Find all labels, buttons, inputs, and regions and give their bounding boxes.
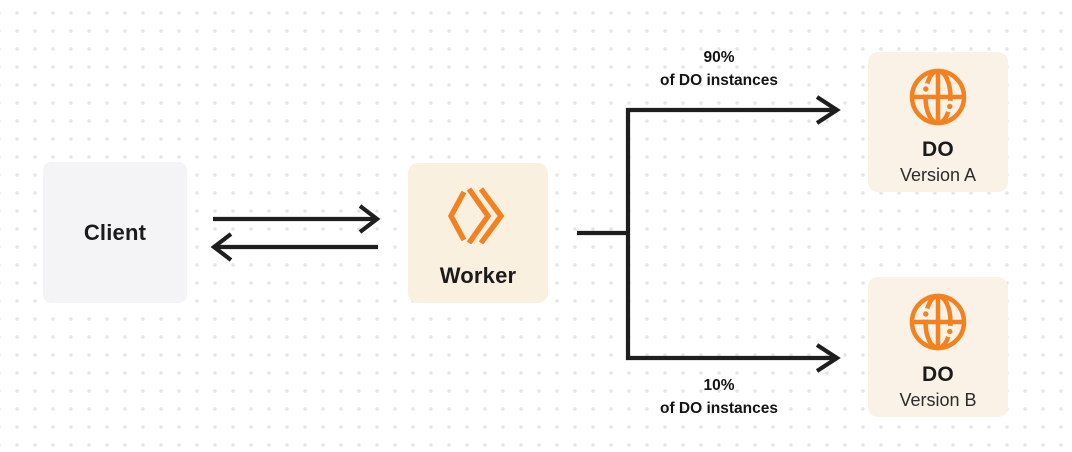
globe-dot-lower [944, 100, 956, 113]
globe-dot-upper [920, 83, 932, 95]
edge-label-10-percent-value: 10% [703, 377, 735, 394]
arrow-worker-to-client-head [210, 232, 233, 262]
worker-label: Worker [439, 263, 517, 288]
branch-trunk-line [625, 107, 836, 361]
edge-label-90-percent: 90% of DO instances [609, 46, 829, 92]
globe-icon [909, 293, 967, 351]
workers-icon [448, 187, 505, 244]
edge-label-90-percent-caption: of DO instances [660, 72, 778, 89]
do-b-subtitle: Version B [899, 390, 977, 410]
do-version-b-node: DO Version B [868, 277, 1008, 417]
arrow-client-to-worker-head [358, 204, 381, 234]
do-version-a-node: DO Version A [868, 52, 1008, 192]
arrow-to-do-b-head [815, 343, 841, 373]
edge-label-10-percent: 10% of DO instances [609, 374, 829, 420]
do-b-title: DO [922, 363, 954, 386]
client-node: Client [43, 162, 187, 303]
client-label: Client [83, 219, 147, 245]
do-a-title: DO [922, 138, 954, 161]
edge-label-90-percent-value: 90% [703, 49, 735, 66]
globe-icon [909, 68, 967, 126]
globe-dot-lower [944, 325, 956, 338]
do-a-subtitle: Version A [899, 165, 977, 185]
edge-label-10-percent-caption: of DO instances [660, 400, 778, 417]
worker-node: Worker [408, 163, 548, 303]
arrow-to-do-a-head [815, 95, 841, 125]
globe-dot-upper [920, 308, 932, 320]
